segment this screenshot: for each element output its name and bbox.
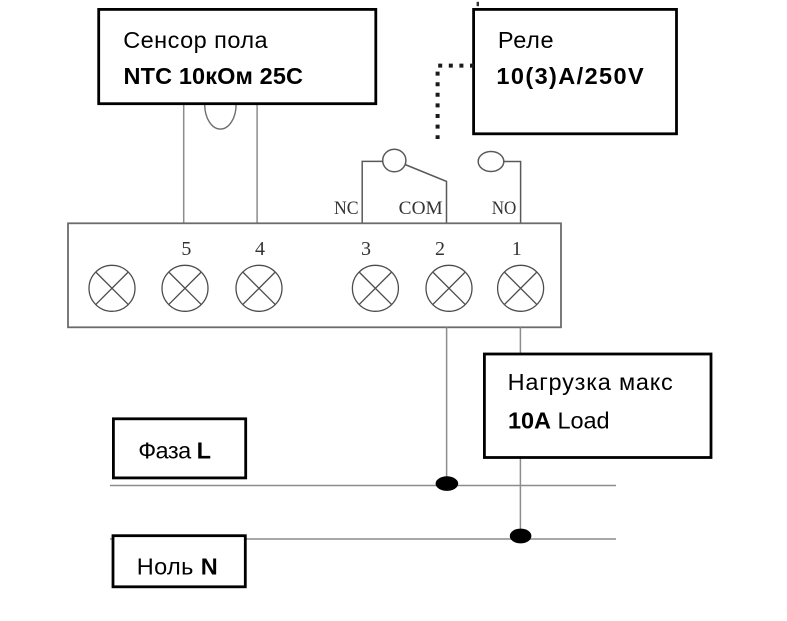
svg-text:Реле: Реле (498, 27, 554, 53)
svg-text:NC: NC (334, 198, 359, 219)
svg-text:5: 5 (181, 238, 191, 260)
svg-text:NTC 10кОм 25C: NTC 10кОм 25C (124, 63, 304, 89)
svg-text:3: 3 (361, 238, 371, 260)
svg-text:Фаза L: Фаза L (138, 438, 211, 464)
svg-text:10(3)А/250V: 10(3)А/250V (496, 63, 644, 89)
svg-text:2: 2 (435, 238, 445, 260)
svg-text:1: 1 (512, 238, 522, 260)
svg-text:10A Load: 10A Load (508, 407, 610, 433)
svg-text:COM: COM (399, 198, 443, 219)
svg-text:Нагрузка макс: Нагрузка макс (508, 369, 673, 395)
svg-text:Ноль N: Ноль N (137, 554, 218, 580)
svg-text:Сенсор пола: Сенсор пола (123, 27, 268, 53)
svg-text:NO: NO (492, 198, 517, 219)
svg-text:4: 4 (255, 238, 265, 260)
